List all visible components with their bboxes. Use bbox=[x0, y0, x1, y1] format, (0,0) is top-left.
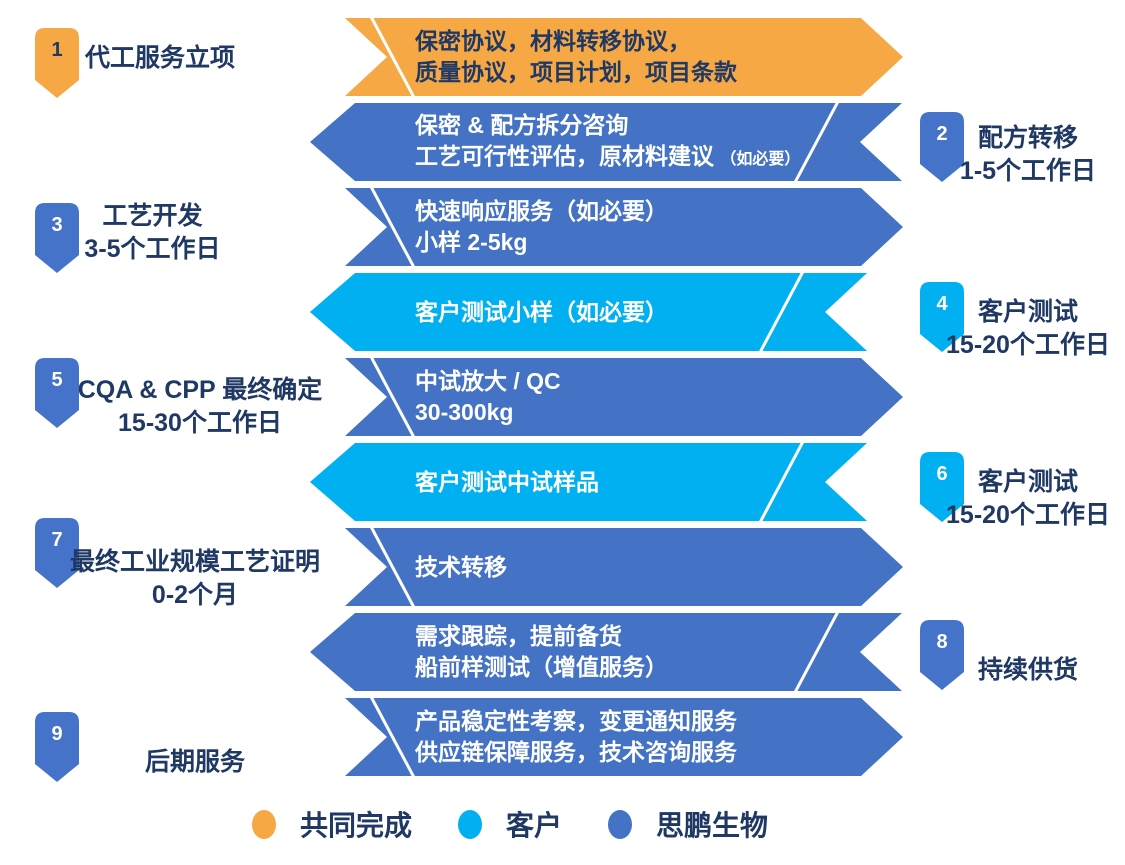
banner-step-2: 保密 & 配方拆分咨询 工艺可行性评估，原材料建议 （如必要） bbox=[310, 103, 902, 181]
step-4-badge: 4 bbox=[920, 282, 964, 353]
step-4-label: 客户测试 15-20个工作日 bbox=[946, 298, 1110, 359]
step-2-number: 2 bbox=[936, 123, 948, 145]
shield-pin-icon bbox=[920, 452, 964, 522]
legend-item-customer: 客户 bbox=[458, 804, 562, 844]
banner-step-3: 快速响应服务（如必要） 小样 2-5kg bbox=[345, 188, 903, 266]
shield-pin-icon bbox=[920, 112, 964, 182]
step-3-badge: 3 bbox=[35, 203, 79, 274]
shield-pin-icon bbox=[920, 620, 964, 690]
legend-label-customer: 客户 bbox=[506, 810, 563, 841]
step-4-number: 4 bbox=[936, 293, 948, 315]
shield-pin-icon bbox=[35, 203, 79, 273]
banner-step-7-text: 技术转移 bbox=[415, 553, 507, 580]
step-7-label: 最终工业规模工艺证明 0-2个月 bbox=[69, 548, 320, 609]
banner-step-9-text: 产品稳定性考察，变更通知服务 供应链保障服务，技术咨询服务 bbox=[415, 708, 737, 765]
legend-swatch-cyan-icon bbox=[458, 809, 483, 839]
shield-pin-icon bbox=[35, 28, 79, 98]
step-2-label: 配方转移 1-5个工作日 bbox=[959, 124, 1097, 185]
step-1-label: 代工服务立项 bbox=[85, 44, 236, 72]
step-5-badge: 5 bbox=[35, 358, 79, 429]
step-9-label: 后期服务 bbox=[144, 748, 245, 776]
step-6-label: 客户测试 15-20个工作日 bbox=[946, 468, 1110, 529]
step-5-label: CQA & CPP 最终确定 15-30个工作日 bbox=[77, 376, 323, 437]
step-6-badge: 6 bbox=[920, 452, 964, 523]
shield-pin-icon bbox=[35, 358, 79, 428]
step-7-badge: 7 bbox=[35, 518, 79, 589]
step-1-badge: 1 bbox=[35, 28, 79, 99]
shield-pin-icon bbox=[35, 712, 79, 782]
legend-swatch-orange-icon bbox=[252, 809, 276, 839]
banner-step-4-text: 客户测试小样（如必要） bbox=[415, 298, 668, 325]
legend-swatch-blue-icon bbox=[608, 809, 633, 839]
step-3-label: 工艺开发 3-5个工作日 bbox=[84, 202, 221, 263]
step-9-badge: 9 bbox=[35, 712, 79, 783]
banner-step-7: 技术转移 bbox=[345, 528, 903, 606]
legend-item-company: 思鹏生物 bbox=[608, 804, 768, 844]
banner-step-1: 保密协议，材料转移协议， 质量协议，项目计划，项目条款 bbox=[345, 18, 903, 96]
banner-step-4: 客户测试小样（如必要） bbox=[310, 273, 867, 351]
step-7-number: 7 bbox=[51, 529, 63, 551]
legend: 共同完成 客户 思鹏生物 bbox=[252, 804, 768, 844]
banner-step-5-text: 中试放大 / QC 30-300kg bbox=[415, 368, 561, 425]
banner-step-8-text: 需求跟踪，提前备货 船前样测试（增值服务） bbox=[415, 623, 668, 680]
banner-step-9: 产品稳定性考察，变更通知服务 供应链保障服务，技术咨询服务 bbox=[345, 698, 903, 776]
legend-item-joint: 共同完成 bbox=[252, 804, 412, 844]
step-8-badge: 8 bbox=[920, 620, 964, 691]
step-8-label: 持续供货 bbox=[977, 656, 1078, 684]
banner-step-6-text: 客户测试中试样品 bbox=[415, 468, 599, 495]
step-2-badge: 2 bbox=[920, 112, 964, 183]
banner-step-8: 需求跟踪，提前备货 船前样测试（增值服务） bbox=[310, 613, 902, 691]
step-6-number: 6 bbox=[936, 463, 948, 485]
banner-step-2-text: 保密 & 配方拆分咨询 工艺可行性评估，原材料建议 （如必要） bbox=[415, 111, 801, 169]
banner-step-6: 客户测试中试样品 bbox=[310, 443, 867, 521]
step-8-number: 8 bbox=[936, 631, 948, 653]
step-1-number: 1 bbox=[51, 39, 63, 61]
banner-step-3-text: 快速响应服务（如必要） 小样 2-5kg bbox=[415, 198, 668, 255]
banner-step-1-text: 保密协议，材料转移协议， 质量协议，项目计划，项目条款 bbox=[415, 28, 737, 85]
shield-pin-icon bbox=[920, 282, 964, 352]
banner-step-5: 中试放大 / QC 30-300kg bbox=[345, 358, 903, 436]
step-3-number: 3 bbox=[51, 214, 63, 236]
shield-pin-icon bbox=[35, 518, 79, 588]
step-9-number: 9 bbox=[51, 723, 63, 745]
step-5-number: 5 bbox=[51, 369, 63, 391]
legend-label-company: 思鹏生物 bbox=[656, 810, 769, 841]
legend-label-joint: 共同完成 bbox=[300, 810, 413, 841]
